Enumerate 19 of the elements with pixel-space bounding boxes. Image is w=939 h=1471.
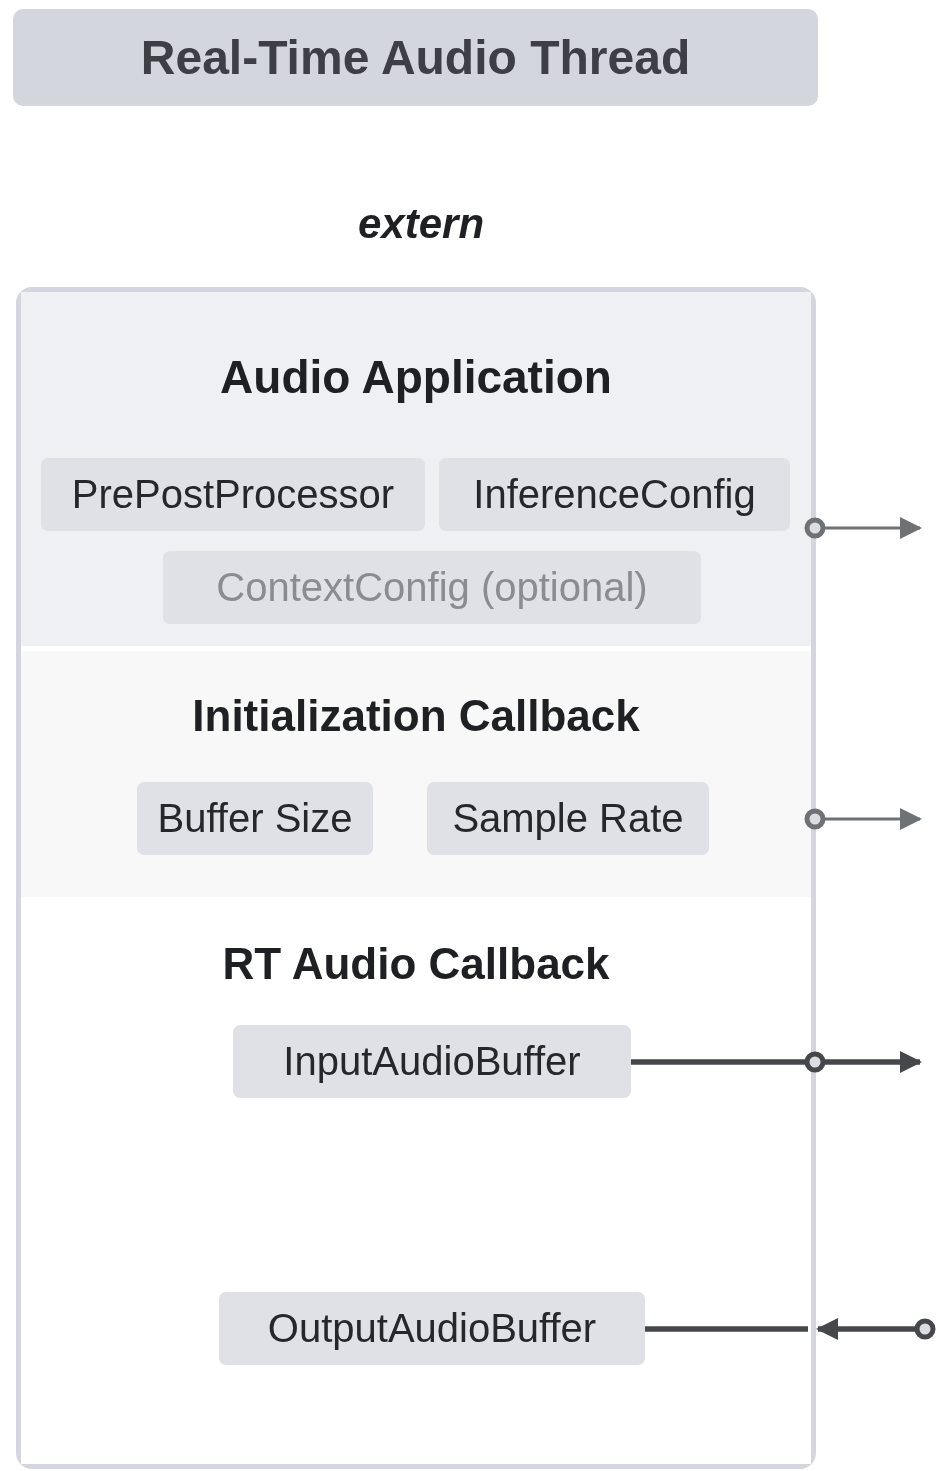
item-tag: Buffer Size — [137, 782, 373, 855]
section-panel — [21, 292, 811, 646]
section-panel — [21, 651, 811, 897]
title-banner: Real-Time Audio Thread — [13, 9, 818, 106]
section-heading: RT Audio Callback — [221, 939, 611, 989]
section-heading: Audio Application — [219, 350, 613, 404]
arrow — [816, 1318, 936, 1340]
item-tag: Sample Rate — [427, 782, 709, 855]
container-heading: extern — [356, 200, 486, 248]
arrow — [631, 1051, 922, 1073]
item-tag: InferenceConfig — [439, 458, 790, 531]
arrow — [804, 808, 922, 830]
item-tag: InputAudioBuffer — [233, 1025, 631, 1098]
arrow — [804, 517, 922, 539]
section-heading: Initialization Callback — [191, 691, 641, 741]
item-tag: ContextConfig (optional) — [163, 551, 701, 624]
item-tag: PrePostProcessor — [41, 458, 425, 531]
item-tag: OutputAudioBuffer — [219, 1292, 645, 1365]
connector-line — [645, 1326, 808, 1332]
